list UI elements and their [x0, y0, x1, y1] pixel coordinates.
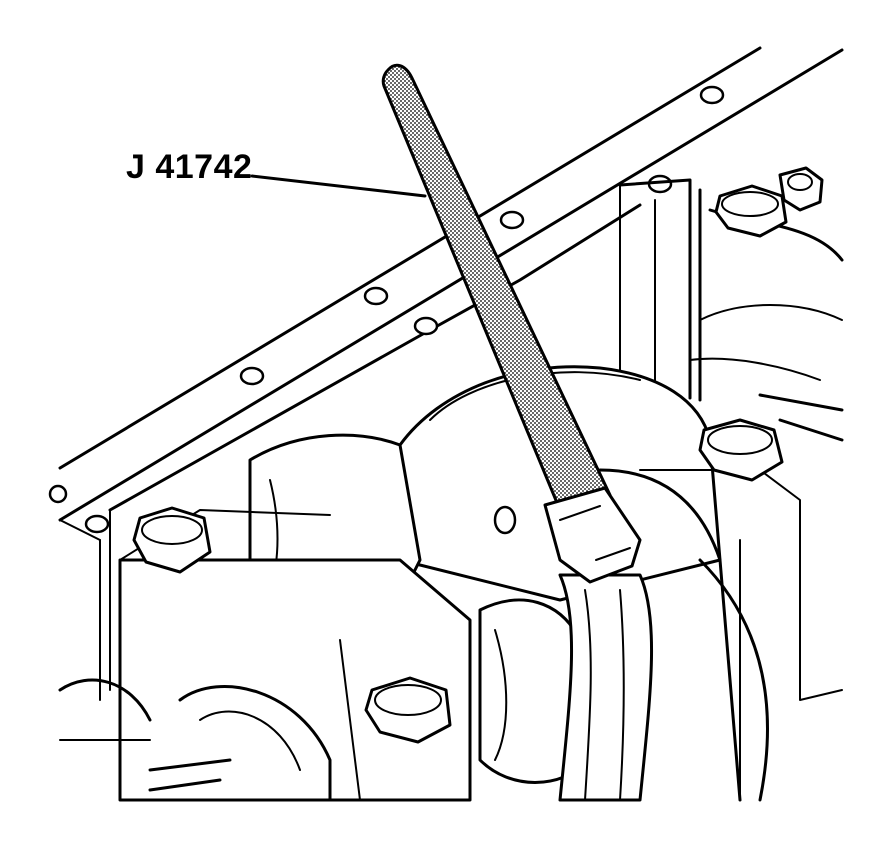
bolt-top-right [714, 184, 788, 238]
bolt-right-rear [698, 418, 784, 482]
file-tool [381, 63, 642, 584]
bolt-center-front [364, 676, 452, 744]
flange-holes [48, 85, 725, 534]
bolt-far-right [778, 166, 824, 212]
tool-callout-label: J 41742 [126, 148, 253, 186]
callout-leader [250, 174, 427, 198]
bolt-left-front [132, 506, 212, 574]
connecting-rod [558, 573, 654, 802]
lower-block [58, 509, 472, 802]
upper-bulkhead [618, 178, 844, 412]
